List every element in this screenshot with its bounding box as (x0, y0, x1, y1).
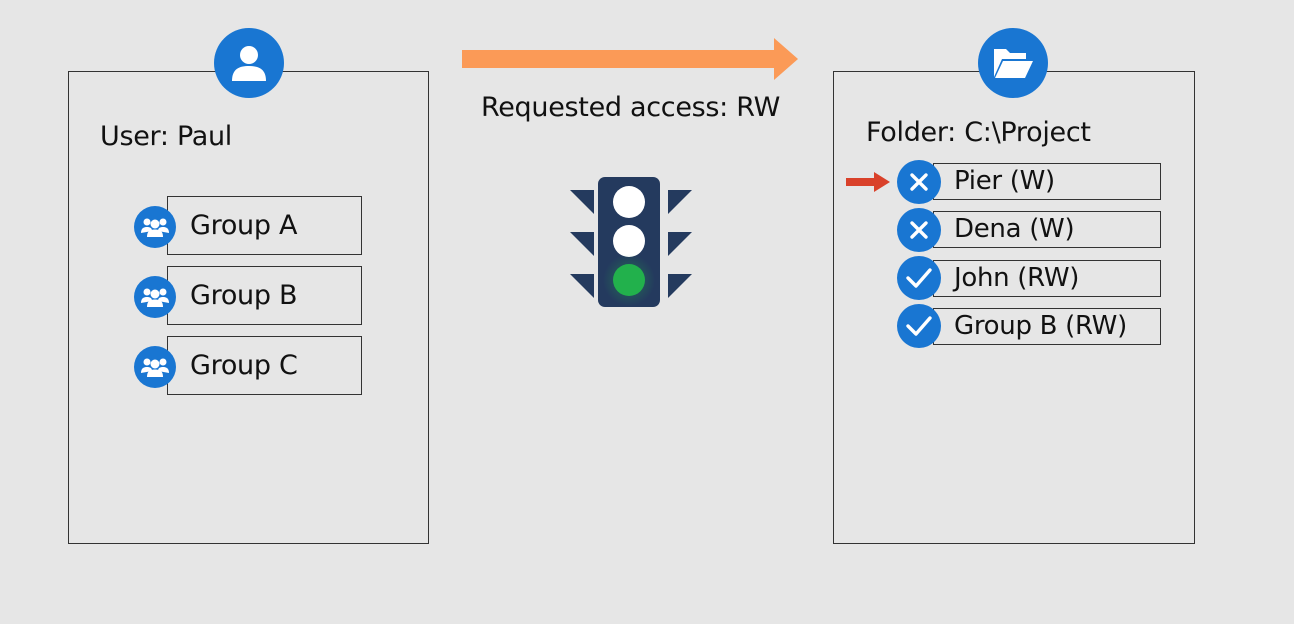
x-icon (897, 208, 941, 252)
group-item: Group B (167, 266, 362, 325)
check-icon (897, 304, 941, 348)
acl-entry-label: Pier (W) (954, 166, 1055, 196)
group-label: Group B (190, 280, 298, 311)
folder-open-icon (978, 28, 1048, 98)
group-icon (134, 346, 176, 388)
acl-entry-label: Dena (W) (954, 214, 1075, 244)
request-arrow (462, 38, 798, 80)
traffic-light-icon (570, 177, 692, 307)
folder-path-label: Folder: C:\Project (866, 117, 1091, 148)
acl-entry: John (RW) (933, 260, 1161, 297)
group-icon (134, 206, 176, 248)
acl-entry: Dena (W) (933, 211, 1161, 248)
x-icon (897, 160, 941, 204)
user-icon (214, 28, 284, 98)
user-name-label: User: Paul (100, 121, 232, 152)
acl-entry-label: Group B (RW) (954, 311, 1127, 341)
check-icon (897, 256, 941, 300)
folder-panel (833, 71, 1195, 544)
group-item: Group A (167, 196, 362, 255)
acl-entry-label: John (RW) (954, 263, 1080, 293)
group-item: Group C (167, 336, 362, 395)
group-icon (134, 276, 176, 318)
requested-access-label: Requested access: RW (481, 92, 781, 123)
acl-entry: Pier (W) (933, 163, 1161, 200)
acl-entry: Group B (RW) (933, 308, 1161, 345)
group-label: Group C (190, 350, 298, 381)
group-label: Group A (190, 210, 298, 241)
pointer-arrow (846, 172, 890, 192)
